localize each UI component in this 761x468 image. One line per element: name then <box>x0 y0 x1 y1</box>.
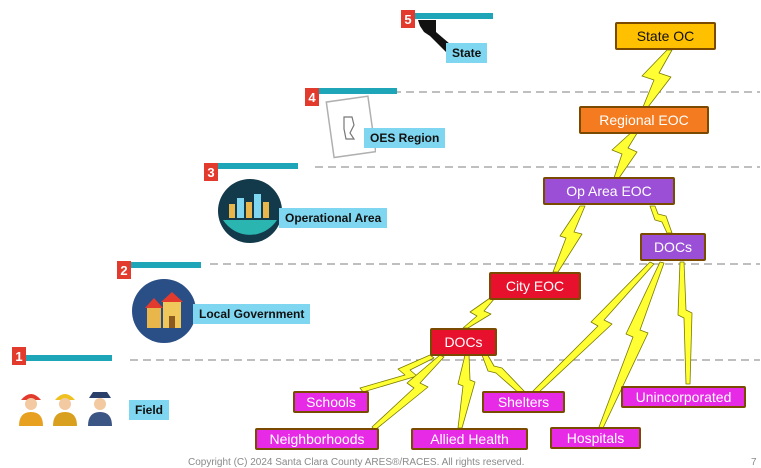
node-schools: Schools <box>293 391 369 413</box>
tier-bar-1 <box>26 355 112 361</box>
node-state-oc: State OC <box>615 22 716 50</box>
node-docs-county: DOCs <box>640 233 706 261</box>
node-regional-eoc: Regional EOC <box>579 106 709 134</box>
tier-number-3: 3 <box>203 162 219 182</box>
node-unincorporated: Unincorporated <box>621 386 746 408</box>
oes-region-map-icon <box>325 95 376 159</box>
tier-bar-5 <box>415 13 493 19</box>
bolt-docs-shelters <box>481 351 526 396</box>
tier-label-operational-area: Operational Area <box>279 208 388 228</box>
node-docs-city: DOCs <box>430 328 497 356</box>
tier-label-local-government: Local Government <box>193 304 311 324</box>
bolt-regional-oparea <box>611 129 640 179</box>
tier-number-1: 1 <box>11 346 27 366</box>
bolt-docs2-unincorporated <box>677 261 693 385</box>
city-skyline-icon <box>218 179 282 243</box>
node-shelters: Shelters <box>482 391 565 413</box>
bolt-oparea-docs <box>649 205 673 234</box>
tier-number-4: 4 <box>304 87 320 107</box>
bolt-state-regional <box>641 49 673 108</box>
copyright-footer: Copyright (C) 2024 Santa Clara County AR… <box>188 457 525 468</box>
field-responders-icon <box>19 392 112 426</box>
node-neighborhoods: Neighborhoods <box>255 428 379 450</box>
page-number: 7 <box>751 457 757 468</box>
tier-number-2: 2 <box>116 260 132 280</box>
bolt-docs-allied <box>457 354 476 429</box>
town-buildings-icon <box>132 279 196 343</box>
bolt-oparea-city <box>552 205 586 273</box>
node-op-area-eoc: Op Area EOC <box>543 177 675 205</box>
tier-bar-2 <box>131 262 201 268</box>
tier-number-5: 5 <box>400 9 416 29</box>
tier-bar-4 <box>319 88 397 94</box>
node-hospitals: Hospitals <box>550 427 641 449</box>
bolt-city-docs <box>462 297 496 329</box>
tier-label-field: Field <box>129 400 170 420</box>
node-allied-health: Allied Health <box>411 428 528 450</box>
tier-label-state: State <box>446 43 488 63</box>
tier-label-oes-region: OES Region <box>364 128 446 148</box>
node-city-eoc: City EOC <box>489 272 581 300</box>
tier-bar-3 <box>218 163 298 169</box>
